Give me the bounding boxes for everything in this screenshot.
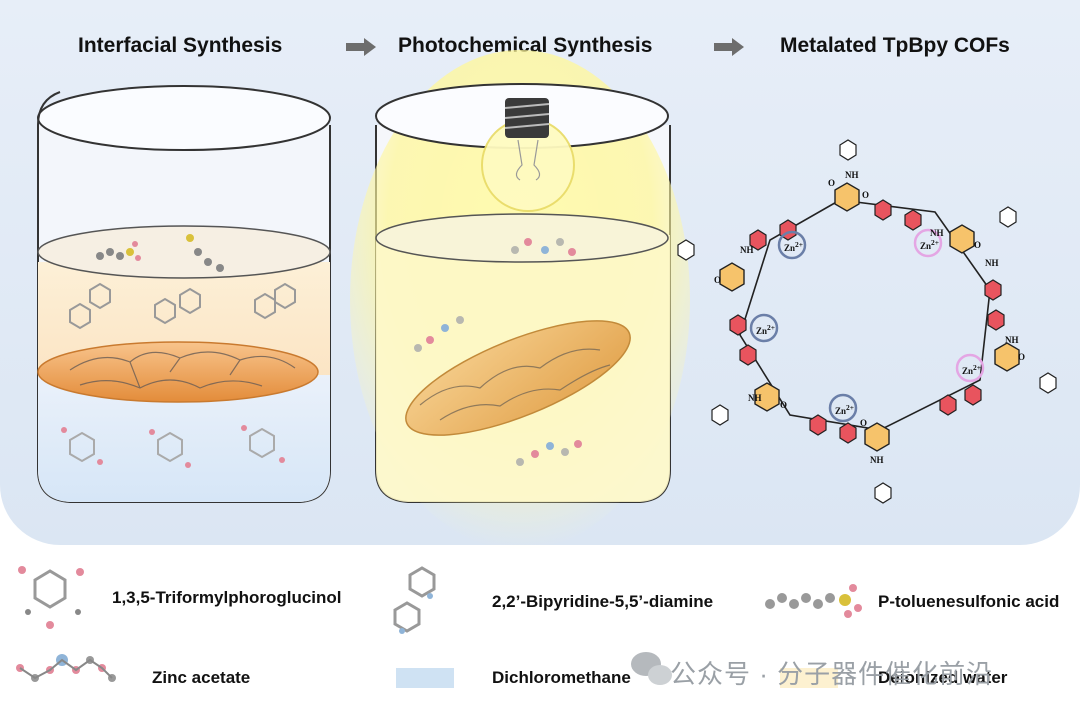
zn-label: Zn2+ <box>962 363 982 376</box>
nh-label: NH <box>870 455 884 465</box>
legend-triformylphloroglucinol: 1,3,5-Triformylphoroglucinol <box>112 588 342 607</box>
legend-bipyridine-diamine: 2,2’-Bipyridine-5,5’-diamine <box>492 592 714 611</box>
legend-zinc-acetate: Zinc acetate <box>152 668 251 687</box>
legend-icon-triformylphloroglucinol <box>33 569 67 609</box>
o-label: O <box>828 178 836 188</box>
o-label: O <box>974 240 982 250</box>
o-label: O <box>714 275 722 285</box>
swatch-dichloromethane <box>396 668 454 688</box>
legend-deionized-water: Deionized water <box>878 668 1008 687</box>
legend-icon-bipyridine <box>393 566 436 633</box>
tpbpy-cof-structure <box>677 139 1057 504</box>
molecule-triformylphloroglucinol <box>69 427 275 463</box>
zn-label: Zn2+ <box>784 240 804 253</box>
arrow-icon <box>714 38 744 56</box>
nh-label: NH <box>930 228 944 238</box>
molecule-sulfonic-acid <box>96 234 224 272</box>
zn-label: Zn2+ <box>920 238 940 251</box>
arrow-icon <box>346 38 376 56</box>
nh-label: NH <box>748 393 762 403</box>
zn-label: Zn2+ <box>756 323 776 336</box>
o-label: O <box>780 400 788 410</box>
nh-label: NH <box>1005 335 1019 345</box>
beaker-interfacial <box>37 85 331 503</box>
light-bulb-icon <box>481 98 575 212</box>
o-label: O <box>1018 352 1026 362</box>
nh-label: NH <box>740 245 754 255</box>
o-label: O <box>862 190 870 200</box>
legend-icon-sulfonic-acid <box>765 584 862 618</box>
step-metalated-tpbpy-cofs: Metalated TpBpy COFs <box>780 34 1010 57</box>
molecule-bipyridine <box>69 282 296 330</box>
zn-label: Zn2+ <box>835 403 855 416</box>
o-label: O <box>860 418 868 428</box>
nh-label: NH <box>985 258 999 268</box>
step-interfacial-synthesis: Interfacial Synthesis <box>78 34 283 57</box>
wechat-icon <box>631 652 672 685</box>
swatch-deionized-water <box>780 668 838 688</box>
legend-p-toluenesulfonic-acid: P-toluenesulfonic acid <box>878 592 1060 611</box>
beaker-photochemical <box>350 50 690 550</box>
nh-label: NH <box>845 170 859 180</box>
legend-icon-zinc-acetate <box>16 654 116 682</box>
step-photochemical-synthesis: Photochemical Synthesis <box>398 34 653 57</box>
watermark: 公众号 · 分子器件催化前沿 <box>670 659 994 689</box>
legend-dichloromethane: Dichloromethane <box>492 668 631 687</box>
